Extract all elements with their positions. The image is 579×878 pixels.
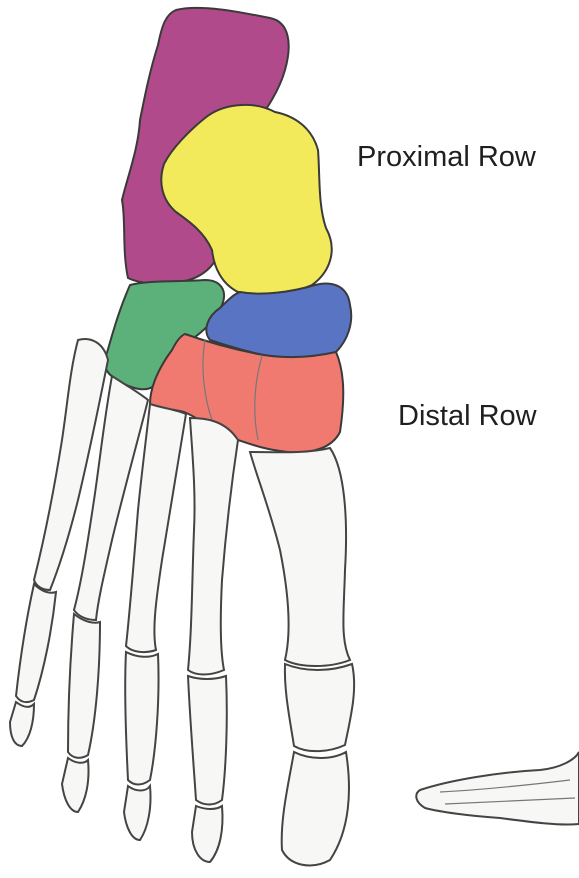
toe-tip-3: [124, 786, 151, 840]
distal-row-label: Distal Row: [398, 400, 537, 433]
metatarsal-1: [250, 448, 350, 666]
phalanx-2: [188, 676, 227, 805]
distal-phalanx-1: [282, 752, 349, 865]
toe-tip-5: [10, 702, 34, 746]
proximal-phalanx-1: [285, 664, 354, 751]
proximal-row-label: Proximal Row: [357, 141, 536, 174]
phalanx-4: [68, 614, 100, 758]
metatarsal-2: [188, 418, 238, 675]
toe-tip-4: [62, 758, 89, 812]
phalanx-5: [16, 584, 56, 702]
phalanx-3: [125, 652, 158, 785]
toe-tip-2: [192, 806, 223, 862]
